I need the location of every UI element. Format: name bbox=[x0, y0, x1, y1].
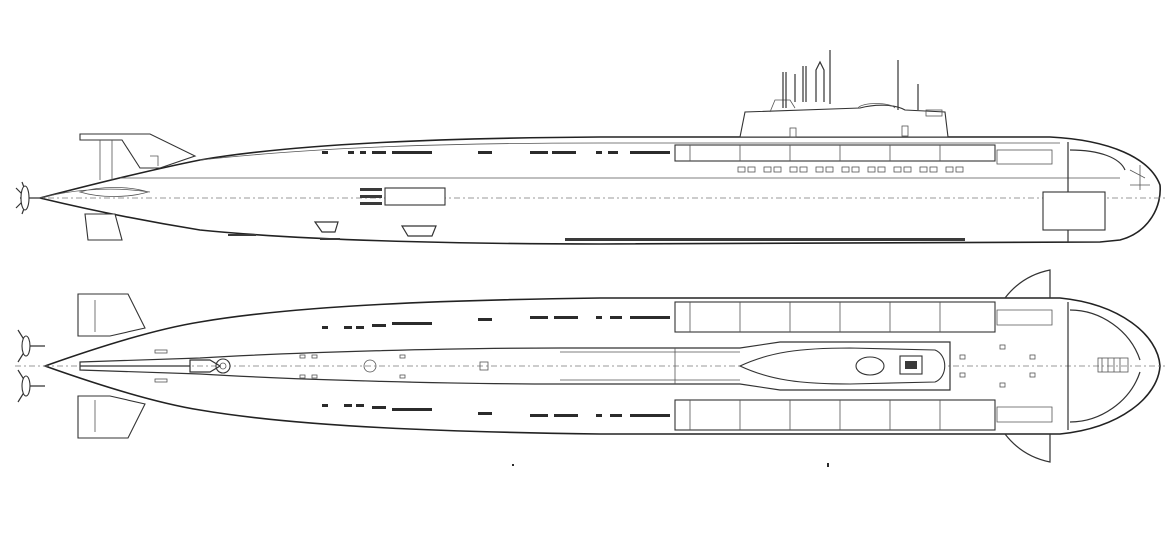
top-inner-spine bbox=[79, 341, 951, 391]
side-lower-fin bbox=[84, 213, 123, 241]
top-sail-hatch bbox=[855, 356, 885, 376]
top-missile-containers-upper bbox=[674, 301, 996, 333]
top-stern-fin-lower bbox=[77, 395, 146, 439]
top-small-fittings bbox=[154, 344, 1036, 388]
top-deck-marks-lower bbox=[322, 404, 670, 417]
top-plan-view bbox=[15, 269, 1165, 463]
side-masts bbox=[782, 50, 919, 110]
side-stern-fin-detail bbox=[99, 140, 159, 180]
top-bow-plane-lower bbox=[1004, 433, 1051, 463]
side-bow-detail bbox=[1129, 165, 1150, 190]
top-propeller-lower bbox=[17, 369, 45, 403]
top-missile-containers-lower bbox=[674, 399, 996, 431]
top-bow-section bbox=[1067, 302, 1141, 430]
top-bow-device bbox=[1097, 357, 1129, 373]
top-spine-inner bbox=[560, 348, 740, 384]
top-stern-ring bbox=[215, 358, 231, 374]
top-sail bbox=[738, 347, 946, 385]
side-missile-band bbox=[674, 144, 996, 162]
top-deck-marks-upper bbox=[322, 316, 670, 329]
top-propeller-upper bbox=[17, 329, 45, 363]
side-stern-lines bbox=[39, 187, 151, 199]
side-keel-band bbox=[565, 238, 965, 241]
side-propeller bbox=[15, 181, 40, 215]
side-bow-sonar-box bbox=[1042, 191, 1106, 231]
side-hatches bbox=[313, 187, 446, 237]
side-missile-band-dividers bbox=[689, 145, 941, 161]
side-hull-outline bbox=[39, 136, 1161, 245]
top-stern-fin-upper bbox=[77, 293, 146, 337]
stray-mark bbox=[827, 463, 829, 467]
side-stern-fin bbox=[79, 133, 197, 169]
top-forward-box-lower bbox=[996, 406, 1053, 423]
side-forward-box bbox=[996, 149, 1053, 165]
top-bow-plane-upper bbox=[1004, 269, 1051, 299]
side-keel-marks bbox=[228, 234, 256, 236]
side-sail-window bbox=[789, 127, 797, 138]
side-sail bbox=[739, 104, 949, 138]
side-deck-line bbox=[199, 142, 1060, 161]
side-deck-marks bbox=[322, 151, 670, 154]
side-porthole-row bbox=[737, 166, 964, 173]
top-forward-box-upper bbox=[996, 309, 1053, 326]
side-profile-view bbox=[15, 50, 1165, 245]
top-stern-rod bbox=[80, 359, 222, 373]
